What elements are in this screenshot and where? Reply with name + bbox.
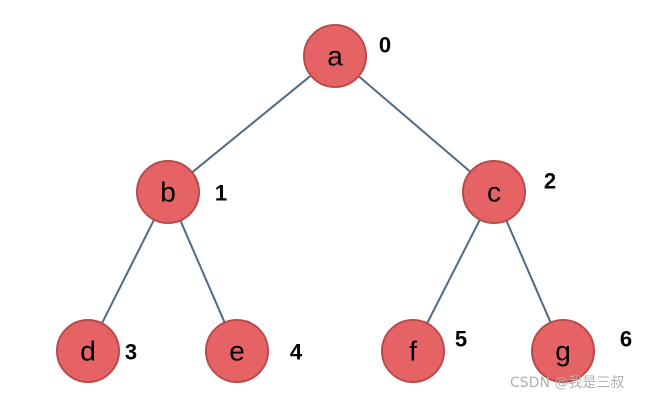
edges-layer bbox=[101, 74, 552, 324]
node-label-c: c bbox=[487, 177, 501, 208]
node-circle-g bbox=[531, 319, 595, 383]
tree-node-a: a bbox=[303, 24, 367, 88]
tree-node-f: f bbox=[381, 319, 445, 383]
node-index-f: 5 bbox=[455, 327, 467, 352]
node-index-b: 1 bbox=[215, 181, 227, 206]
tree-node-b: b bbox=[136, 160, 200, 224]
node-label-e: e bbox=[229, 336, 245, 367]
watermark-text: CSDN @我是三叔 bbox=[510, 375, 625, 391]
edge-a-b bbox=[191, 74, 312, 174]
edge-b-d bbox=[101, 219, 155, 324]
node-circle-f bbox=[381, 319, 445, 383]
tree-node-g: g bbox=[531, 319, 595, 383]
nodes-layer: a b c d e f g bbox=[56, 24, 595, 383]
node-circle-d bbox=[56, 319, 120, 383]
tree-node-e: e bbox=[205, 319, 269, 383]
edge-a-c bbox=[357, 75, 472, 173]
node-circle-b bbox=[136, 160, 200, 224]
node-index-g: 6 bbox=[620, 327, 632, 352]
node-index-e: 4 bbox=[290, 340, 303, 365]
index-labels-layer: 0 1 2 3 4 5 6 bbox=[125, 33, 632, 365]
edge-b-e bbox=[179, 220, 226, 323]
node-label-b: b bbox=[160, 177, 176, 208]
tree-node-c: c bbox=[462, 160, 526, 224]
node-circle-c bbox=[462, 160, 526, 224]
node-circle-a bbox=[303, 24, 367, 88]
node-label-a: a bbox=[327, 41, 343, 72]
edge-c-g bbox=[505, 220, 552, 323]
node-index-a: 0 bbox=[379, 33, 391, 58]
edge-c-f bbox=[426, 219, 481, 324]
node-index-d: 3 bbox=[125, 340, 137, 365]
node-index-c: 2 bbox=[544, 169, 556, 194]
node-circle-e bbox=[205, 319, 269, 383]
node-label-f: f bbox=[409, 336, 417, 367]
tree-node-d: d bbox=[56, 319, 120, 383]
node-label-d: d bbox=[80, 336, 96, 367]
node-label-g: g bbox=[555, 336, 571, 367]
